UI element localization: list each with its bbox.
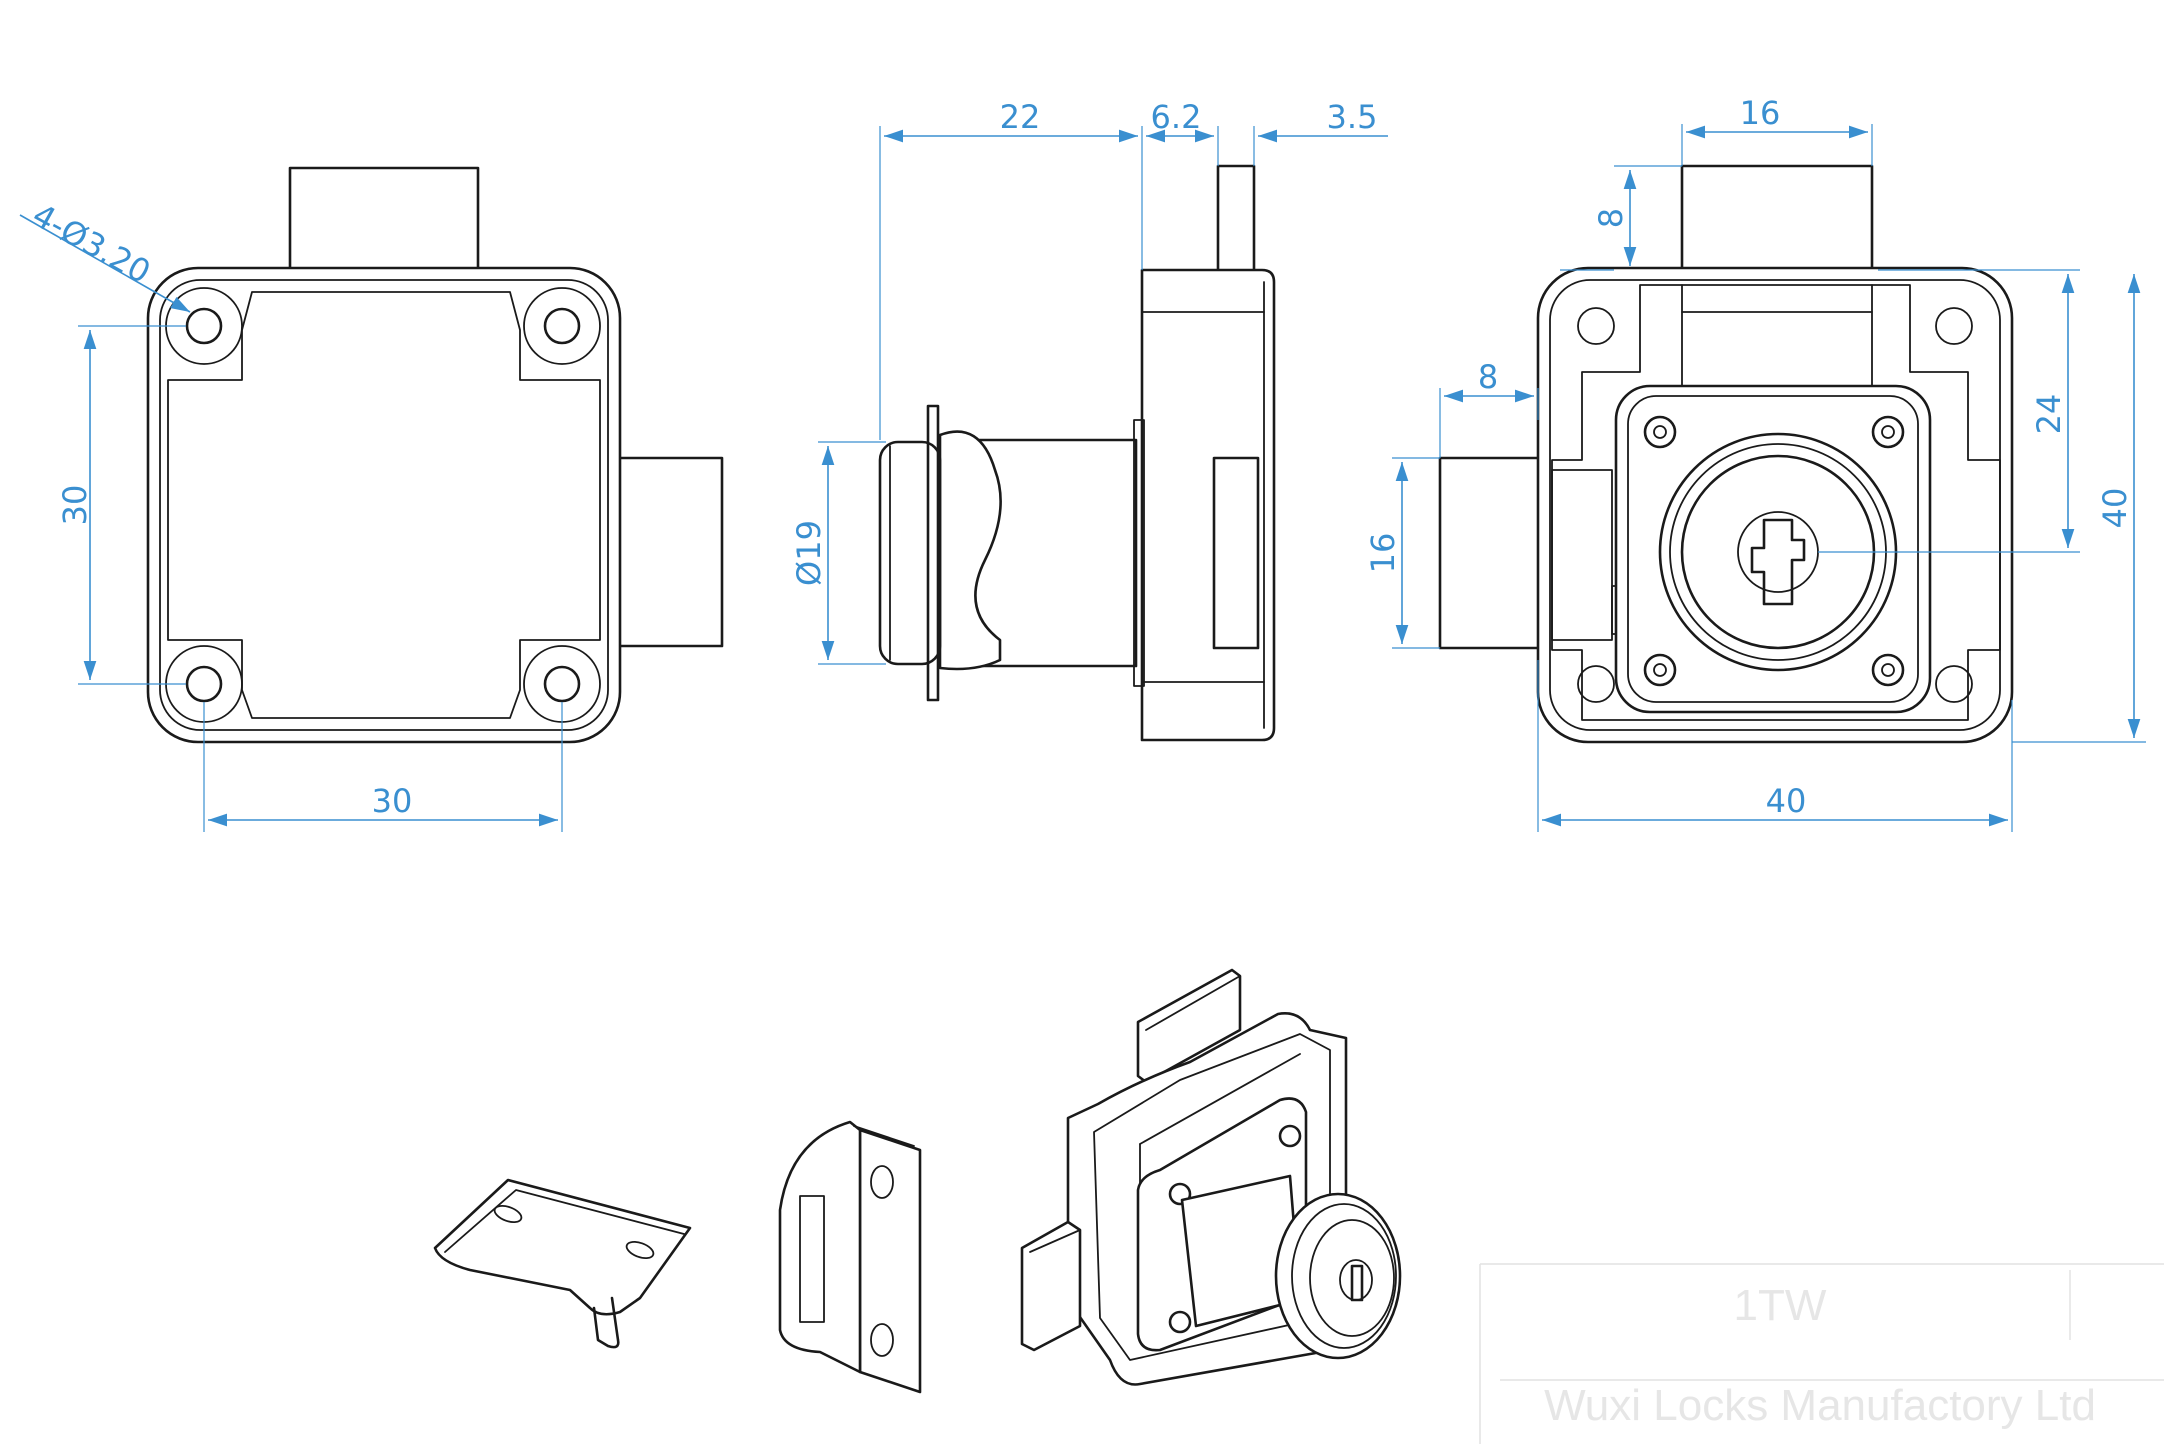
rear-bolt-top-label: 8 bbox=[1592, 208, 1630, 228]
front-view bbox=[146, 166, 724, 744]
rear-dimensions: 16 8 8 16 24 40 40 bbox=[1364, 94, 2146, 832]
side-bolt-label: 3.5 bbox=[1327, 98, 1378, 136]
rear-height-label: 40 bbox=[2096, 488, 2134, 529]
front-holes-label: 4-Ø3.20 bbox=[26, 196, 157, 291]
rear-bolt-side-height-label: 16 bbox=[1364, 533, 1402, 574]
side-dimensions: 22 6.2 3.5 Ø19 bbox=[790, 98, 1388, 665]
side-depth-label: 22 bbox=[1000, 98, 1041, 136]
lock-isometric bbox=[1020, 968, 1402, 1386]
front-width-label: 30 bbox=[372, 782, 413, 820]
watermark: 1TW Wuxi Locks Manufactory Ltd bbox=[1479, 1263, 2164, 1444]
strike-plate-flat bbox=[433, 1178, 692, 1349]
rear-bolt-side-label: 8 bbox=[1478, 358, 1498, 396]
rear-height-center-label: 24 bbox=[2030, 394, 2068, 435]
rear-view bbox=[1438, 164, 2014, 744]
watermark-company: Wuxi Locks Manufactory Ltd bbox=[1544, 1381, 2096, 1430]
side-flange-label: 6.2 bbox=[1151, 98, 1202, 136]
side-view bbox=[878, 164, 1276, 742]
strike-plate-angle bbox=[778, 1120, 922, 1394]
watermark-code: 1TW bbox=[1734, 1281, 1827, 1330]
side-cylinder-label: Ø19 bbox=[790, 520, 828, 586]
front-height-label: 30 bbox=[56, 485, 94, 526]
rear-width-label: 40 bbox=[1766, 782, 1807, 820]
rear-bolt-width-label: 16 bbox=[1740, 94, 1781, 132]
